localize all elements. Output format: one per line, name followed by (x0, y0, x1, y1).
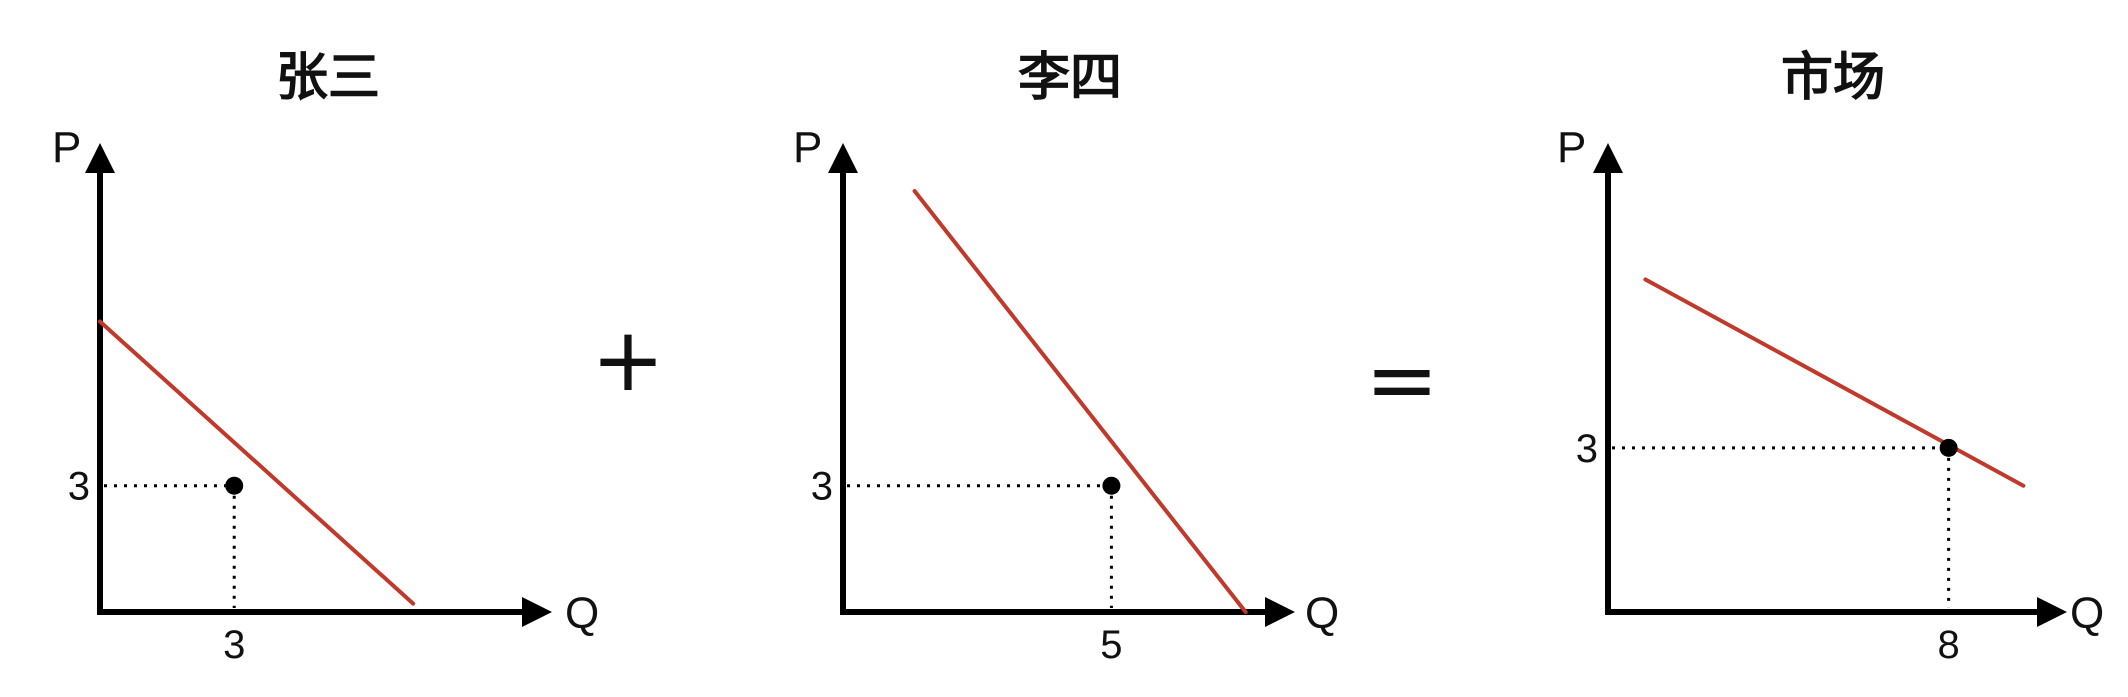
y-axis-label: P (793, 123, 822, 172)
equilibrium-point (225, 476, 244, 495)
demand-curve (98, 319, 416, 606)
panel-title-lisi: 李四 (1018, 47, 1122, 108)
panel-lisi: 李四 P Q 3 5 (793, 47, 1339, 667)
equilibrium-point (1939, 438, 1958, 457)
demand-curve (1643, 277, 2026, 488)
y-axis-label: P (1557, 123, 1586, 172)
demand-curve (912, 189, 1248, 614)
x-tick-label: 5 (1100, 623, 1122, 667)
y-tick-label: 3 (811, 465, 833, 509)
y-tick-label: 3 (68, 465, 90, 509)
plus-operator: + (591, 308, 665, 411)
x-tick-label: 8 (1937, 623, 1959, 667)
panel-zhangsan: 张三 P Q 3 3 (52, 47, 599, 667)
equals-operator: = (1365, 328, 1439, 431)
panel-title-zhangsan: 张三 (276, 47, 380, 108)
x-tick-label: 3 (223, 623, 245, 667)
y-tick-label: 3 (1576, 427, 1598, 471)
panel-title-market: 市场 (1781, 47, 1885, 108)
x-axis-label: Q (1305, 589, 1339, 638)
x-axis-label: Q (2070, 589, 2104, 638)
y-axis-label: P (52, 123, 81, 172)
panel-market: 市场 P Q 3 8 (1557, 47, 2104, 667)
x-axis-label: Q (565, 589, 599, 638)
equilibrium-point (1102, 476, 1121, 495)
